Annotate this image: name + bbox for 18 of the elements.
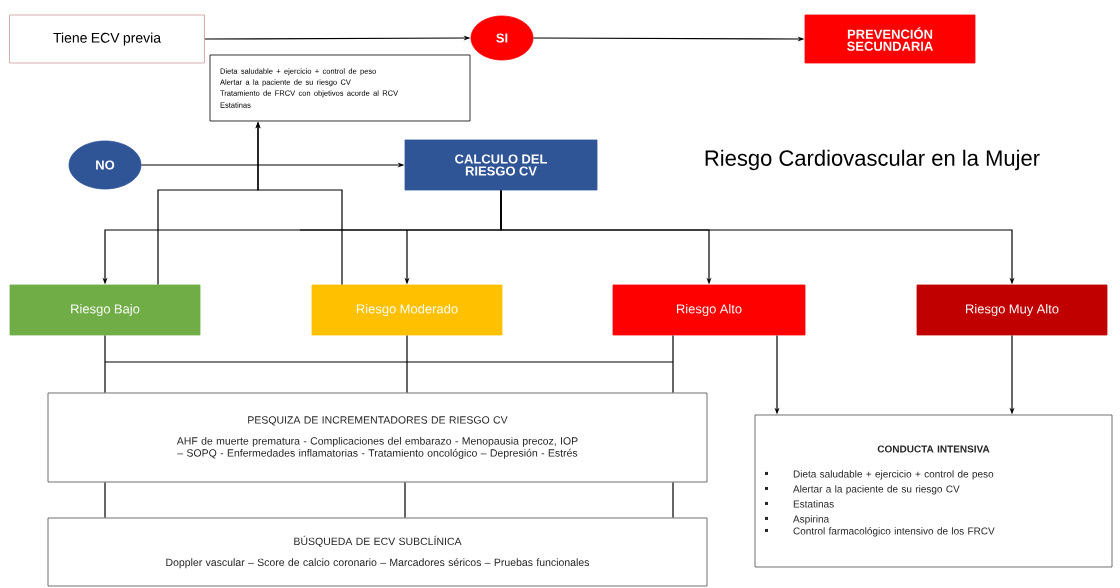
question-box: Tiene ECV previa bbox=[9, 14, 205, 64]
info-box: PESQUIZA DE INCREMENTADORES DE RIESGO CV AHF de muerte prematura - Complicaciones del embarazo - Menopausia precoz, IOP – SOPQ - Enfermedades inflamatorias - Tratamiento oncológico – Depresión - Estrés bbox=[47, 392, 708, 483]
risk-box: Riesgo Bajo bbox=[9, 284, 201, 336]
connector-line bbox=[104, 481, 106, 519]
connector-line bbox=[104, 361, 674, 363]
process-box: CALCULO DEL RIESGO CV bbox=[404, 139, 598, 191]
connector-line bbox=[404, 481, 406, 519]
risk-box: Riesgo Alto bbox=[612, 284, 806, 336]
info-box: BÚSQUEDA DE ECV SUBCLÍNICA Doppler vascular – Score de calcio coronario – Marcadores séricos – Pruebas funcionales bbox=[47, 517, 708, 587]
risk-box: Riesgo Moderado bbox=[311, 284, 503, 336]
title: Riesgo Cardiovascular en la Mujer bbox=[705, 149, 1040, 171]
connector-line bbox=[672, 481, 674, 519]
connector-line bbox=[406, 334, 408, 394]
info-box: CONDUCTA INTENSIVA Dieta saludable + ejercicio + control de peso Alertar a la paciente de su riesgo CV Estatinas Aspirina Control farmacológico intensivo de los FRCV bbox=[754, 414, 1113, 568]
connector-line bbox=[672, 334, 674, 394]
risk-box: Riesgo Muy Alto bbox=[916, 284, 1108, 336]
result-box: PREVENCIÓN SECUNDARIA bbox=[804, 14, 976, 64]
connector-line bbox=[104, 334, 106, 394]
